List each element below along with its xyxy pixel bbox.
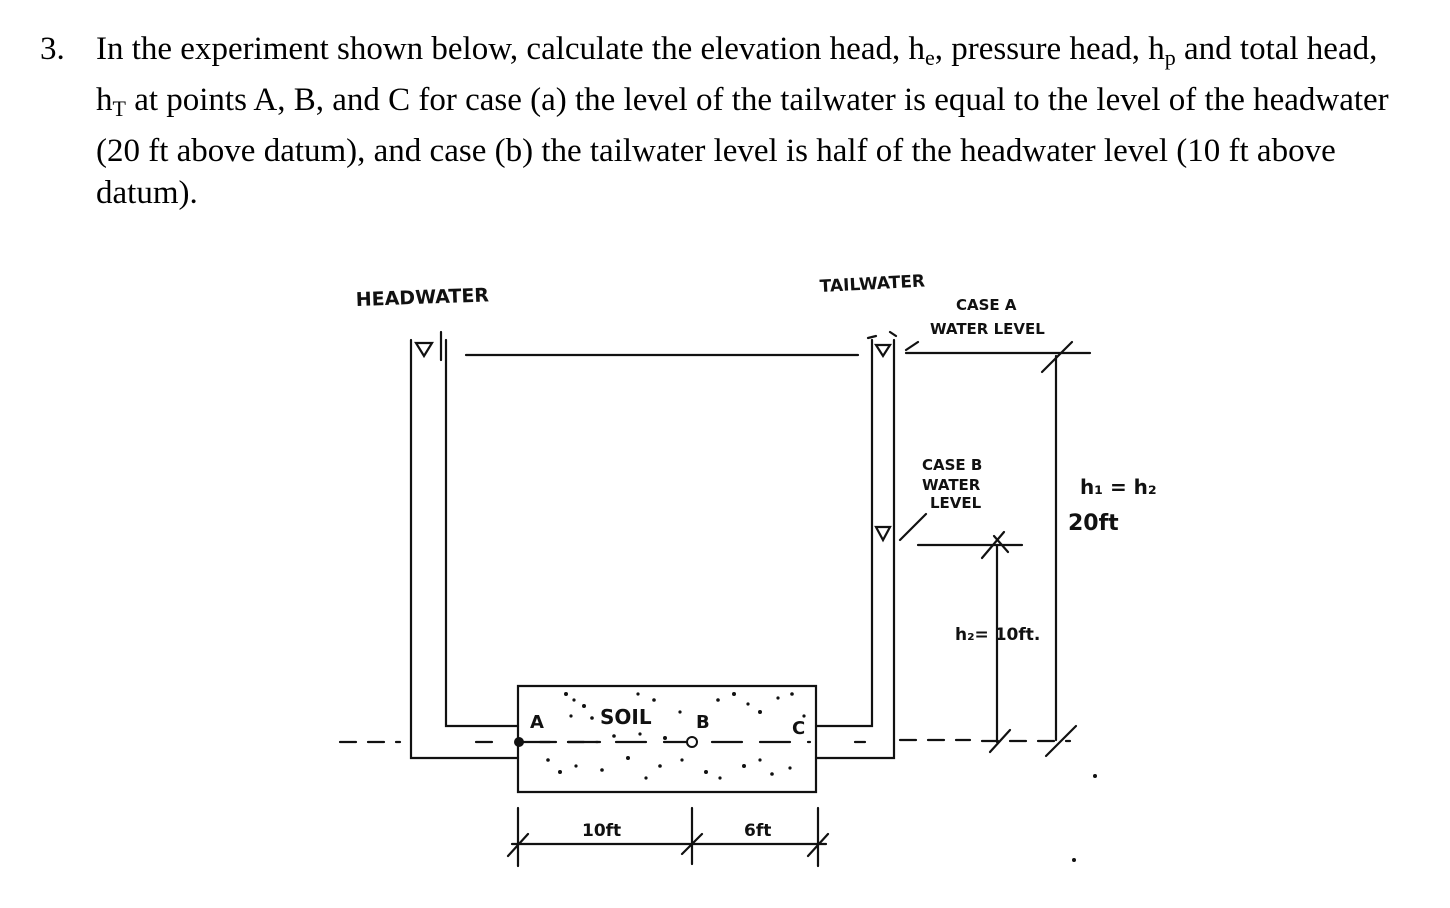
headwater-tube — [409, 338, 520, 760]
datum-line — [338, 738, 1072, 744]
tailwater-tube-cap — [866, 330, 898, 340]
soil-label: SOIL — [600, 705, 652, 729]
case-a-marker — [873, 340, 920, 359]
point-b-label: B — [696, 712, 710, 733]
problem-text: In the experiment shown below, calculate… — [96, 28, 1396, 214]
problem-text-4: at points A, B, and C for case (a) the l… — [96, 82, 1389, 211]
datum-tick-left — [988, 728, 1012, 754]
subscript-e: e — [924, 45, 935, 70]
right-length-label: 6ft — [744, 821, 771, 841]
headwater-label: HEADWATER — [355, 284, 489, 311]
headwater-level-marker — [414, 330, 443, 362]
left-length-label: 10ft — [582, 821, 621, 841]
head-equal-label: h₁ = h₂ — [1080, 475, 1157, 499]
soil-box — [516, 684, 818, 794]
point-b-marker — [686, 736, 698, 748]
subscript-p: p — [1164, 45, 1176, 70]
tailwater-tube — [814, 338, 896, 760]
head-20ft-label: 20ft — [1068, 511, 1119, 536]
case-a-label-line2: WATER LEVEL — [930, 320, 1045, 338]
case-b-label-line2: WATER — [922, 476, 981, 494]
point-c-label: C — [792, 718, 805, 739]
case-b-label-line1: CASE B — [922, 456, 982, 474]
case-b-tick — [980, 530, 1010, 560]
problem-text-1: In the experiment shown below, calculate… — [96, 31, 925, 67]
datum-tick-right — [1044, 724, 1078, 758]
tailwater-label: TAILWATER — [819, 272, 925, 297]
problem-text-2: , pressure head, h — [934, 31, 1165, 67]
soil-speckles — [546, 692, 1097, 862]
case-b-marker — [874, 512, 928, 543]
point-a-label: A — [530, 712, 544, 733]
subscript-t: T — [112, 96, 126, 121]
problem-number: 3. — [40, 31, 65, 67]
case-b-label-line3: LEVEL — [930, 494, 982, 512]
problem-text-3: and total head, h — [96, 31, 1378, 118]
length-dimension — [506, 806, 830, 868]
head-10ft-label: h₂= 10ft. — [955, 625, 1040, 645]
case-a-label-line1: CASE A — [956, 296, 1017, 314]
point-a-marker — [514, 737, 524, 747]
